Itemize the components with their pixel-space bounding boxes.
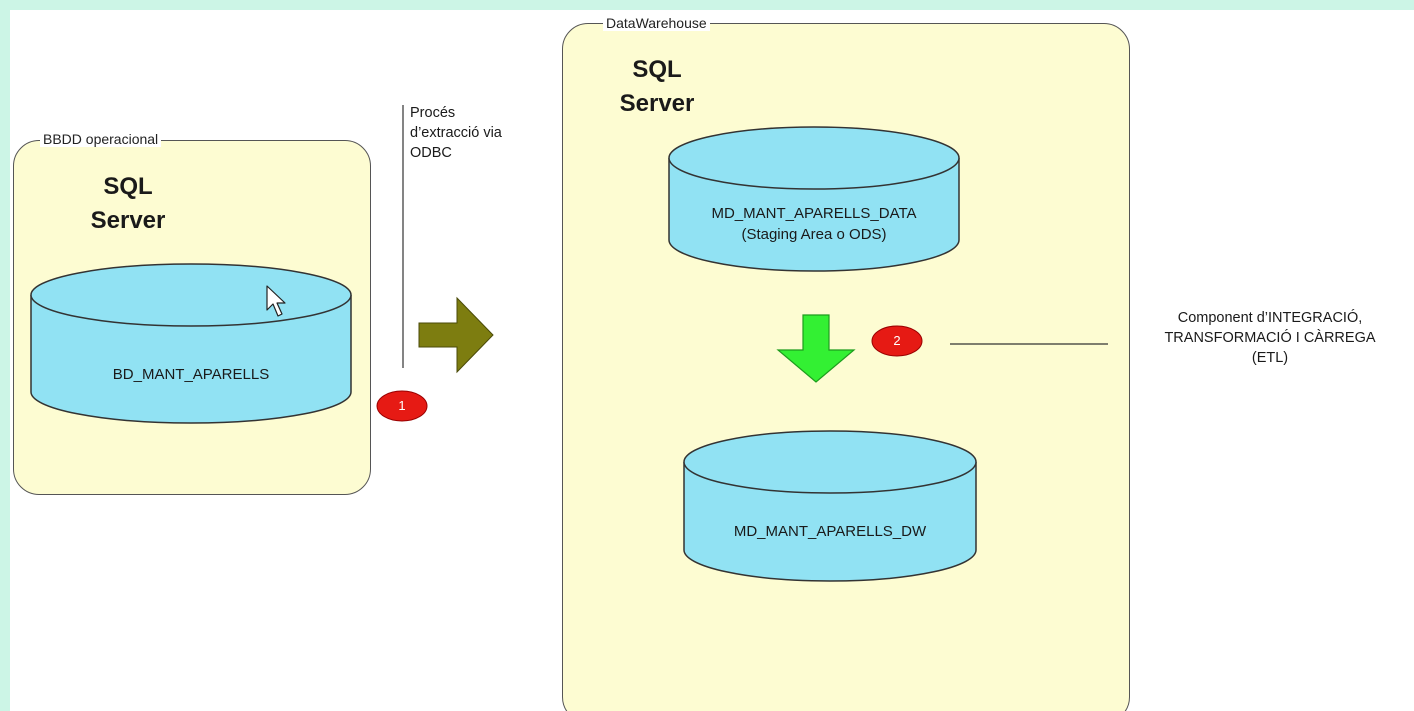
operational-sql-line: SQL: [103, 173, 153, 200]
warehouse-sql-server-title: SQL Server: [597, 53, 717, 121]
staging-database-cylinder: [668, 126, 960, 272]
operational-server-line: Server: [90, 207, 166, 234]
extraction-note-line-3: ODBC: [410, 145, 452, 161]
operational-database-cylinder: [30, 263, 352, 424]
datawarehouse-label: DataWarehouse: [603, 15, 710, 31]
extraction-note-line-1: Procés: [410, 105, 456, 121]
etl-note-line-1: Component d’INTEGRACIÓ,: [1177, 310, 1363, 326]
diagram-canvas: BBDD operacional SQL Server DataWarehous…: [10, 10, 1414, 711]
datawarehouse-database-cylinder: [683, 430, 977, 582]
staging-database-label: MD_MANT_APARELLS_DATA (Staging Area o OD…: [669, 203, 959, 245]
staging-database-subtitle: (Staging Area o ODS): [741, 226, 887, 243]
etl-note-line-3: (ETL): [1251, 350, 1289, 366]
step-1-marker-number: 1: [398, 398, 406, 413]
step-1-marker-shape: [376, 390, 428, 422]
operational-database-label: BD_MANT_APARELLS: [112, 366, 270, 383]
mouse-pointer-icon: [266, 285, 286, 317]
staging-database-name: MD_MANT_APARELLS_DATA: [711, 205, 917, 222]
extraction-process-note: Procés d’extracció via ODBC: [410, 103, 502, 163]
extraction-note-line-2: d’extracció via: [410, 125, 502, 141]
operational-db-label: BBDD operacional: [40, 131, 162, 147]
down-arrow-icon: [776, 314, 856, 383]
etl-component-note: Component d’INTEGRACIÓ, TRANSFORMACIÓ I …: [1126, 308, 1414, 368]
datawarehouse-database-label: MD_MANT_APARELLS_DW: [733, 523, 927, 540]
etl-note-line-2: TRANSFORMACIÓ I CÀRREGA: [1164, 330, 1376, 346]
right-arrow-icon: [418, 296, 494, 374]
warehouse-sql-line: SQL: [632, 56, 682, 83]
step-2-marker-shape: [871, 325, 923, 357]
warehouse-server-line: Server: [619, 90, 695, 117]
step-2-marker-number: 2: [893, 333, 901, 348]
operational-sql-server-title: SQL Server: [68, 170, 188, 238]
diagram-shapes: [30, 105, 1108, 582]
